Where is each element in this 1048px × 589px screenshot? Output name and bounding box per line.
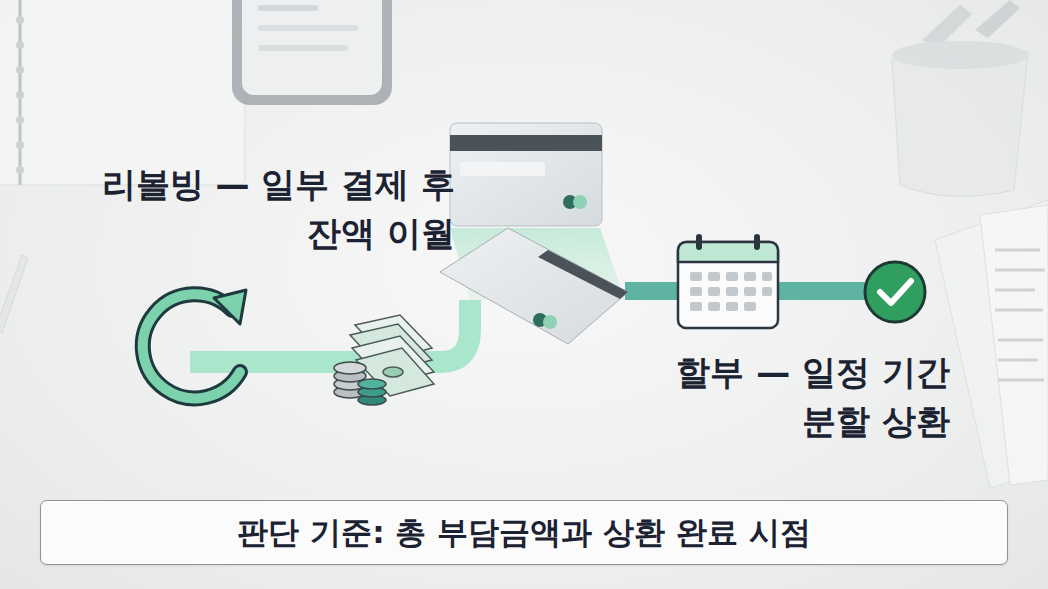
coins-cash <box>334 315 434 405</box>
check-mark <box>865 262 925 322</box>
calendar <box>678 234 778 328</box>
criteria-box: 판단 기준: 총 부담금액과 상환 완료 시점 <box>40 500 1008 565</box>
annotation-label: 리볼빙 — 일부 결제 후 잔액 이월 <box>70 160 455 259</box>
credit-cards <box>440 123 628 344</box>
annotation-label: 할부 — 일정 기간 분할 상환 <box>600 348 950 447</box>
phone <box>232 0 392 105</box>
pencil <box>0 255 28 333</box>
cycle-arrow <box>143 290 246 398</box>
criteria-text: 판단 기준: 총 부담금액과 상환 완료 시점 <box>237 512 810 554</box>
notebook <box>0 0 245 185</box>
pencil-cup <box>892 0 1028 196</box>
papers <box>935 200 1048 488</box>
